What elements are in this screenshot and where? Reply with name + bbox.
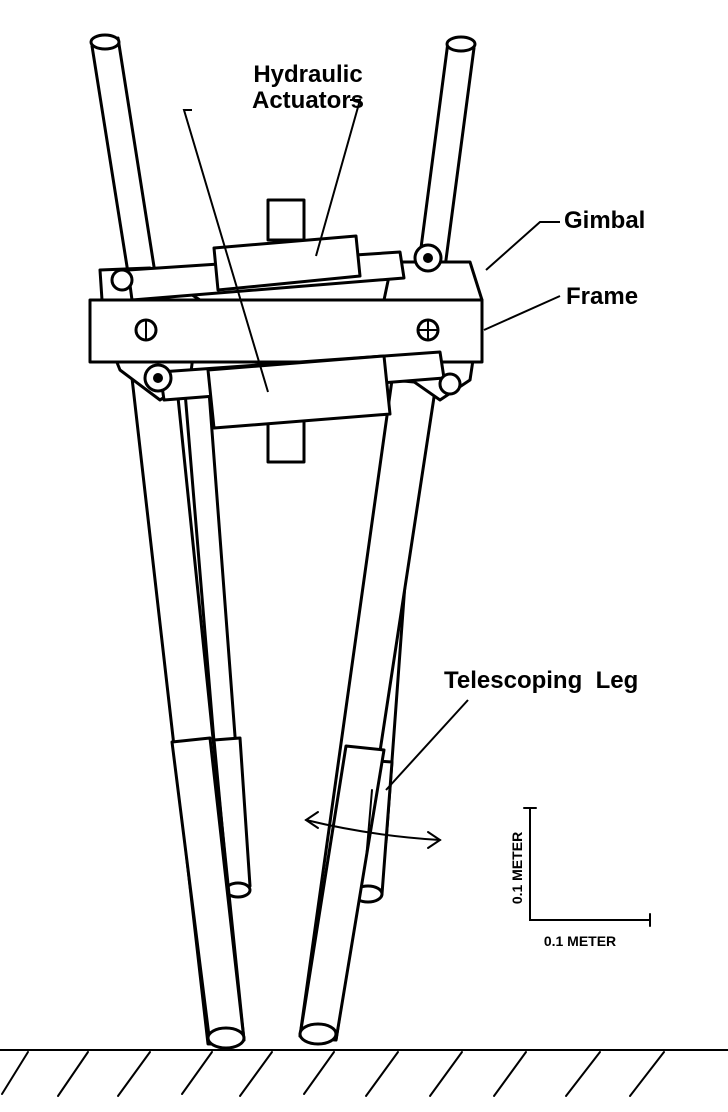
label-gimbal: Gimbal <box>564 207 645 234</box>
ground <box>0 1049 728 1097</box>
front-right-foot <box>298 1022 338 1046</box>
label-actuators: Actuators <box>252 87 364 114</box>
front-legs <box>89 33 477 1050</box>
circle-vertical-bar-icon <box>134 318 158 342</box>
upper-actuator-left-pin <box>110 268 134 292</box>
lower-actuator-right-pin <box>438 372 462 396</box>
lower-actuator-cylinder <box>206 354 392 430</box>
upper-actuator-cylinder <box>212 234 362 292</box>
label-hydraulic: Hydraulic <box>253 61 362 88</box>
telescope-axis-line <box>365 789 373 861</box>
leader-hydraulic-upper <box>315 99 362 257</box>
scale-bar-horizontal-label: 0.1 METER <box>544 933 616 949</box>
circle-plus-icon <box>416 318 440 342</box>
scale-bar: 0.1 METER 0.1 METER <box>509 807 651 949</box>
label-frame: Frame <box>566 283 638 310</box>
front-left-leg-top-cap <box>89 33 121 51</box>
double-headed-arc-arrow-icon <box>304 789 442 861</box>
lower-hydraulic-actuator <box>143 350 462 464</box>
front-right-leg-top-cap <box>445 35 477 53</box>
front-left-leg-upper <box>90 36 160 300</box>
leader-lines <box>182 99 561 791</box>
leader-telescoping-leg <box>385 699 469 791</box>
leader-gimbal <box>485 221 560 271</box>
ground-hatching <box>1 1051 665 1097</box>
leader-hydraulic-lower <box>182 109 269 393</box>
leader-frame <box>483 295 561 331</box>
front-right-leg-telescope <box>298 744 386 1042</box>
scale-bar-axes <box>529 807 651 921</box>
lower-actuator-mount <box>266 418 306 464</box>
label-telescoping-leg: Telescoping Leg <box>444 667 638 694</box>
scale-bar-vertical-label: 0.1 METER <box>509 832 525 904</box>
lower-actuator-left-pin-center <box>153 373 163 383</box>
upper-hydraulic-actuator <box>110 198 443 302</box>
upper-actuator-right-pin-center <box>423 253 433 263</box>
upper-actuator-mount <box>266 198 306 242</box>
front-left-foot <box>206 1026 246 1050</box>
